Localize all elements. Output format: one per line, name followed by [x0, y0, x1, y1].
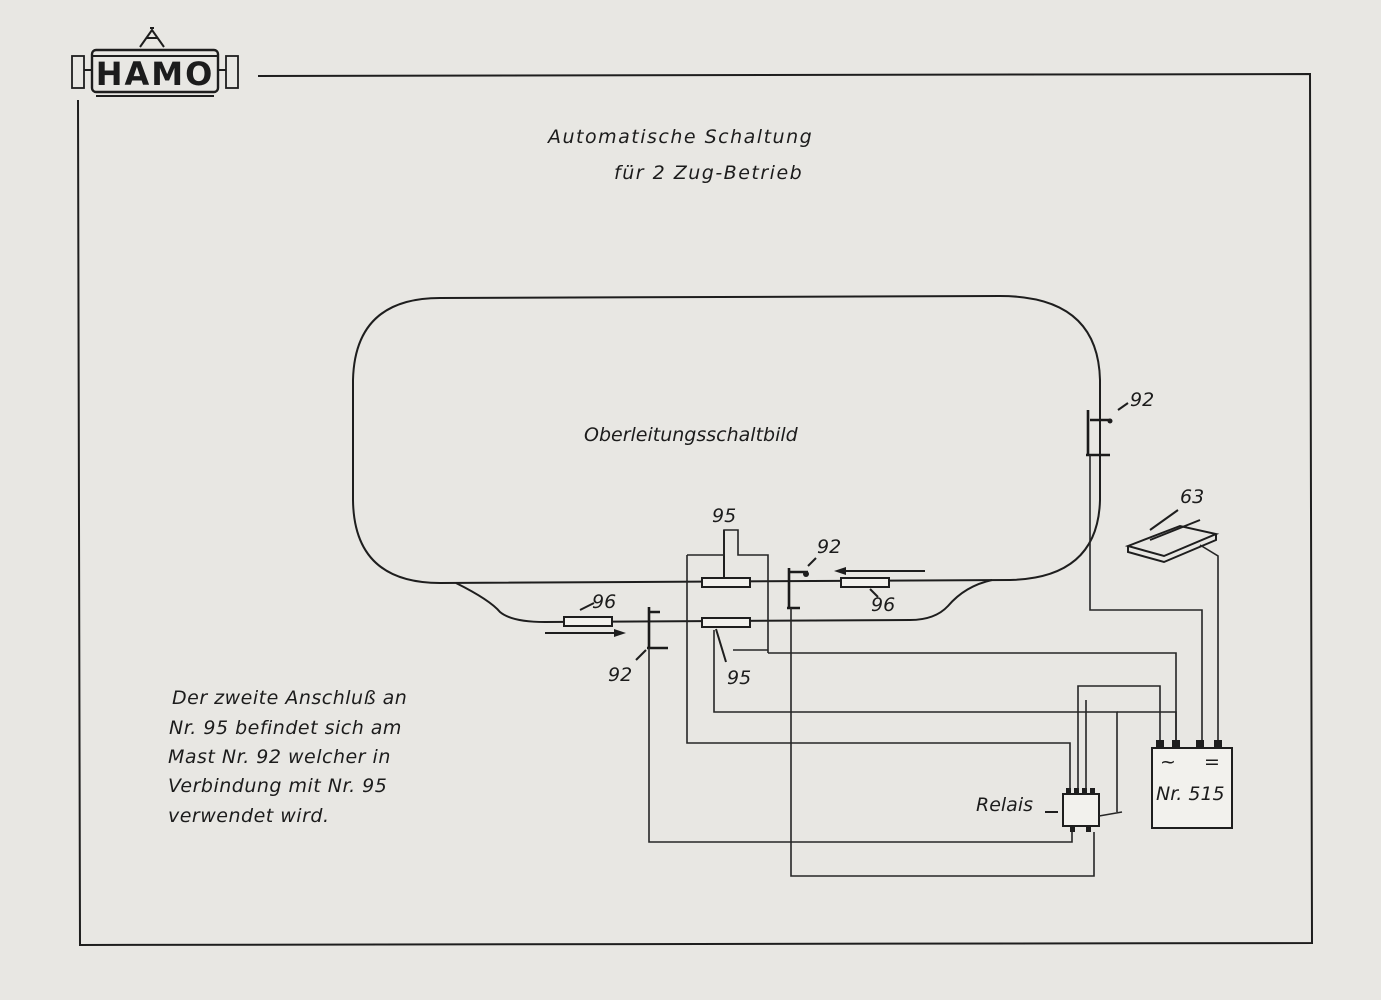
- note-line-5: verwendet wird.: [168, 805, 330, 827]
- label-95-lower: 95: [727, 667, 751, 689]
- overhead-line-loop: [352, 294, 1101, 624]
- transformer-515: [1151, 740, 1233, 829]
- label-92-right: 92: [1130, 389, 1154, 411]
- label-95-upper: 95: [712, 505, 736, 527]
- label-96-right: 96: [871, 594, 895, 616]
- transformer-515-label: Nr. 515: [1156, 783, 1225, 805]
- label-96-left: 96: [592, 591, 616, 613]
- transformer-dc-symbol: =: [1204, 751, 1220, 773]
- note-line-2: Nr. 95 befindet sich am: [169, 717, 402, 739]
- relay-label: Relais: [976, 794, 1033, 816]
- wiring: [648, 455, 1219, 877]
- contact-95-upper: [701, 530, 751, 588]
- note-line-4: Verbindung mit Nr. 95: [168, 775, 387, 797]
- note-line-1: Der zweite Anschluß an: [172, 687, 407, 709]
- diagram-title-line2: für 2 Zug-Betrieb: [614, 162, 803, 184]
- rail-63: [1124, 509, 1220, 564]
- mast-92-upper: [787, 557, 817, 610]
- label-92-upper: 92: [817, 536, 841, 558]
- diagram-title-line1: Automatische Schaltung: [546, 126, 813, 148]
- note-line-3: Mast Nr. 92 welcher in: [168, 746, 391, 768]
- track-diagram-label: Oberleitungsschaltbild: [584, 424, 799, 446]
- relay: [1045, 788, 1123, 832]
- contact-95-lower: [701, 617, 751, 663]
- section-96-left: [545, 602, 626, 637]
- mast-92-right: [1086, 402, 1129, 457]
- label-63: 63: [1180, 486, 1204, 508]
- hamo-logo: HAMO: [71, 27, 239, 97]
- page-frame: [77, 72, 1314, 947]
- transformer-ac-symbol: ~: [1160, 751, 1176, 773]
- section-96-right: [834, 567, 925, 598]
- mast-92-lower: [635, 607, 668, 661]
- label-92-lower: 92: [608, 664, 632, 686]
- logo-text: HAMO: [96, 55, 215, 93]
